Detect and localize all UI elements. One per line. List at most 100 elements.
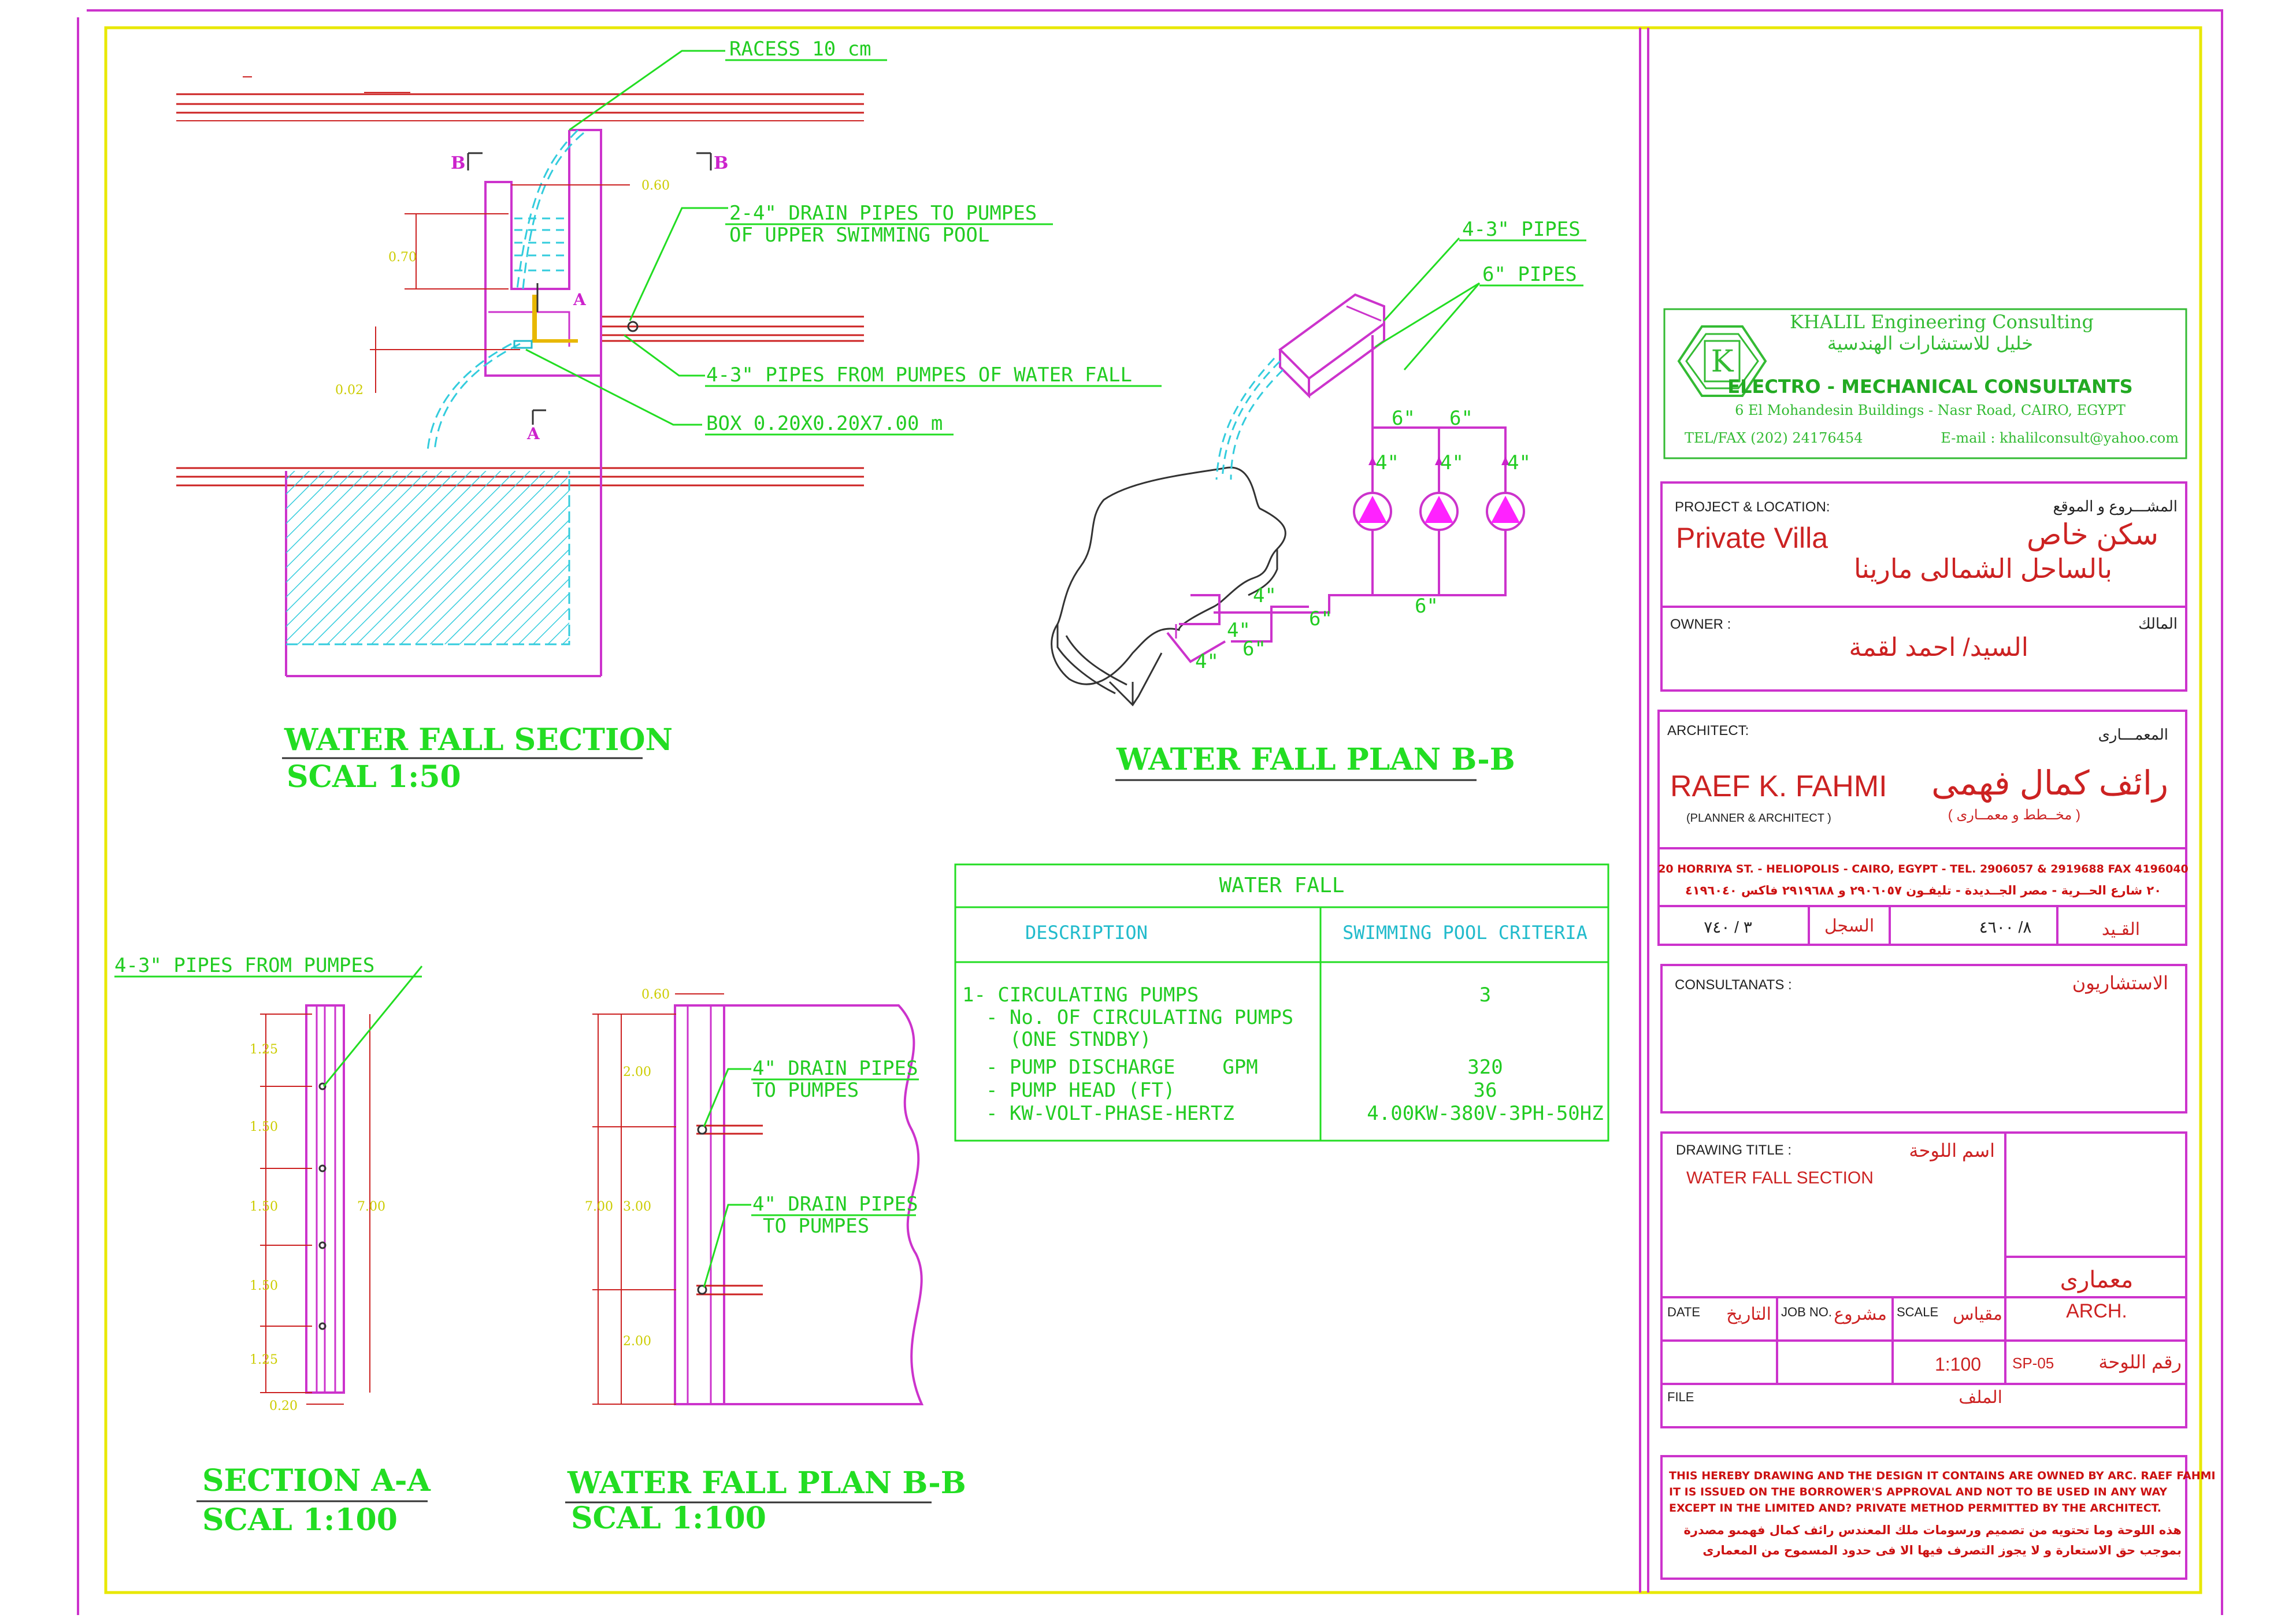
company-en: KHALIL Engineering Consulting [1790,311,2094,333]
table-row-desc: 1- CIRCULATING PUMPS [962,983,1199,1007]
water-fall-plan-iso: 6" 6" 4" 4" 4" 6" 4" 4" 4" 6" 6" 4-3" PI… [1051,218,1586,781]
section-aa-title: SECTION A-A [202,1463,431,1498]
architect-name: RAEF K. FAHMI [1670,770,1887,803]
reg-1: ٣ / ٧٤٠ [1704,918,1752,936]
plan-top-title: WATER FALL PLAN B-B [1116,742,1515,777]
plan-bb-scale: SCAL 1:100 [571,1501,766,1536]
label-4d: 4" [1253,584,1277,607]
table-row-desc: - PUMP HEAD (FT) [962,1079,1175,1102]
label-6c: 6" [1415,595,1438,618]
owner-label: OWNER : [1670,617,1731,632]
callout-box: BOX 0.20X0.20X7.00 m [706,412,943,435]
dim-070: 0.70 [388,250,417,265]
pool-hatch [286,471,569,644]
scale-label: SCALE [1897,1305,1938,1319]
dim: 1.50 [250,1200,278,1214]
table-row-val: 3 [1479,983,1491,1007]
sheet-frame [77,9,2223,1615]
consultants-label-ar: الاستشاريون [2072,973,2168,994]
project-name: Private Villa [1676,522,1828,554]
scale-value: 1:100 [1935,1354,1981,1375]
project-label: PROJECT & LOCATION: [1675,499,1830,515]
table-row-desc: - PUMP DISCHARGE GPM [962,1056,1258,1079]
callout-drain-1a: 4" DRAIN PIPES [752,1057,918,1080]
label-4b: 4" [1440,451,1464,474]
file-label: FILE [1667,1390,1694,1404]
architect-address-ar: ٢٠ شارع الحــرية - مصر الجــديدة - تليفـ… [1685,884,2161,897]
arch-ar: معمارى [2060,1267,2134,1293]
company-address: 6 El Mohandesin Buildings - Nasr Road, C… [1735,402,2126,418]
job-label: JOB NO. [1781,1305,1832,1319]
reg-1-label: السجل [1824,916,1874,936]
dim-top: 0.60 [641,988,670,1002]
reg-2-label: القـيد [2102,920,2140,939]
callout-aa: 4-3" PIPES FROM PUMPES [114,954,374,977]
trough-water [514,217,566,272]
water-fall-section: 0.60 0.70 0.02 B B A A RACESS 10 cm 2-4"… [176,38,1162,795]
date-label: DATE [1667,1305,1700,1319]
table-rows: 1- CIRCULATING PUMPS 3 - No. OF CIRCULAT… [962,983,1604,1125]
project-location-ar: بالساحل الشمالى مارينا [1854,554,2112,585]
label-6b: 6" [1449,407,1473,430]
owner-label-ar: المالك [2138,615,2178,632]
drawing-title: WATER FALL SECTION [1686,1168,1874,1187]
table-col-description: DESCRIPTION [1025,922,1148,944]
architect-label-ar: المعمـــارى [2098,726,2168,744]
dim-bottom: 0.20 [269,1399,298,1413]
disclaimer-en-2: IT IS ISSUED ON THE BORROWER'S APPROVAL … [1669,1486,2167,1498]
owner-name-ar: السيد/ احمد لقمة [1849,633,2028,662]
logo-letter: K [1711,344,1734,379]
architect-role: (PLANNER & ARCHITECT ) [1686,812,1831,825]
dim: 3.00 [623,1200,651,1214]
drawing-title-label: DRAWING TITLE : [1676,1142,1791,1158]
label-4a: 4" [1375,451,1399,474]
table-row-val: 36 [1474,1079,1497,1102]
callout-drain-2: OF UPPER SWIMMING POOL [729,224,989,247]
disclaimer-en-3: EXCEPT IN THE LIMITED AND? PRIVATE METHO… [1669,1502,2161,1515]
scale-label-ar: مقياس [1953,1305,2002,1324]
khalil-logo: K [1677,325,1767,397]
section-aa: 1.25 1.50 1.50 1.50 1.25 7.00 0.20 4-3" … [114,954,431,1538]
dim: 1.25 [250,1042,278,1057]
file-label-ar: الملف [1959,1388,2002,1407]
job-label-ar: مشروع [1834,1305,1887,1324]
callout-drain-2b: TO PUMPES [763,1215,869,1238]
dim-002: 0.02 [335,383,363,398]
consultants-label: CONSULTANATS : [1675,977,1792,993]
company-ar: خليل للاستشارات الهندسية [1827,332,2033,354]
dim: 1.50 [250,1120,278,1134]
callout-recess: RACESS 10 cm [729,38,871,61]
label-6e: 6" [1242,637,1266,660]
mark-a-top: A [573,290,587,309]
mark-a-bottom: A [526,424,540,443]
dim: 2.00 [623,1065,651,1079]
callout-pipes-3: 4-3" PIPES [1462,218,1581,241]
mark-b-right: B [714,153,728,173]
callout-drain-1b: TO PUMPES [752,1079,859,1102]
pump-symbols [1353,492,1525,531]
dim: 2.00 [623,1334,651,1349]
date-label-ar: التاريخ [1726,1305,1771,1324]
company-telfax: TEL/FAX (202) 24176454 [1685,430,1863,446]
title-block: K KHALIL Engineering Consulting خليل للا… [1657,308,2216,1580]
sheet-no-label-ar: رقم اللوحة [2098,1352,2182,1373]
label-6a: 6" [1392,407,1415,430]
architect-address: 20 HORRIYA ST. - HELIOPOLIS - CAIRO, EGY… [1658,863,2189,875]
company-sub: ELECTRO - MECHANICAL CONSULTANTS [1727,376,2132,398]
table-row-desc: - KW-VOLT-PHASE-HERTZ [962,1102,1234,1125]
dim: 1.25 [250,1353,278,1367]
drawing-title-label-ar: اسم اللوحة [1909,1140,1995,1161]
label-6d: 6" [1309,607,1333,630]
architect-role-ar: ( مخــطط و معمــارى ) [1948,807,2080,823]
plan-bb-bottom: 2.00 3.00 2.00 7.00 0.60 4" DRAIN PIPES … [565,988,966,1536]
section-title: WATER FALL SECTION [284,722,673,758]
disclaimer-en-1: THIS HEREBY DRAWING AND THE DESIGN IT CO… [1669,1469,2216,1482]
table-row-desc: (ONE STNDBY) [962,1028,1152,1051]
sheet-no: SP-05 [2012,1354,2054,1372]
table-row-val: 4.00KW-380V-3PH-50HZ [1367,1102,1603,1125]
project-name-ar: سكن خاص [2027,518,2158,552]
dim: 1.50 [250,1279,278,1293]
label-4e: 4" [1227,619,1251,642]
label-4f: 4" [1195,650,1219,673]
